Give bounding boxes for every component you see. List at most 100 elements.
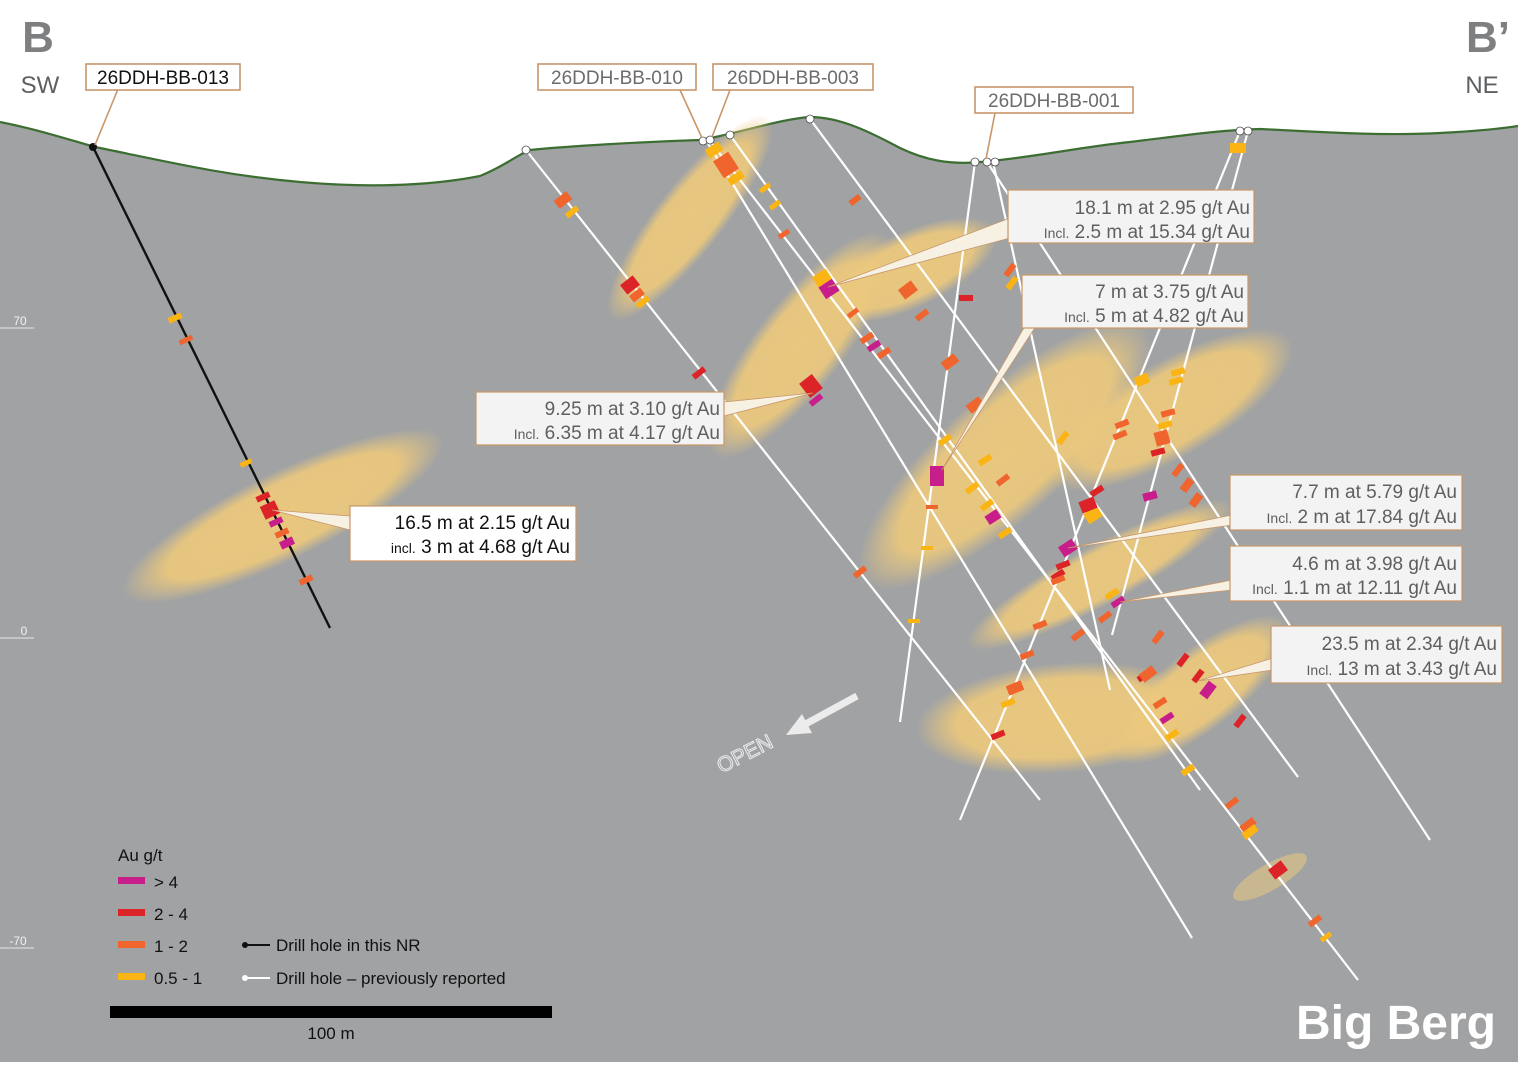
callout-main: 23.5 m at 2.34 g/t Au: [1322, 634, 1497, 655]
assay-interval: [995, 473, 1011, 487]
scale-bar: [110, 1006, 552, 1018]
elevation-label: 0: [21, 624, 28, 638]
svg-text:Incl. 13 m at 3.43 g/t Au: Incl. 13 m at 3.43 g/t Au: [1307, 659, 1497, 680]
elevation-scale: 70 0 -70: [0, 314, 34, 949]
callout-sub: 6.35 m at 4.17 g/t Au: [545, 423, 720, 444]
assay-interval: [964, 481, 980, 495]
drill-hole-trace: [705, 139, 1193, 939]
svg-text:Incl. 1.1 m at 12.11 g/t Au: Incl. 1.1 m at 12.11 g/t Au: [1252, 578, 1457, 599]
section-start-direction: SW: [21, 72, 60, 99]
scale-label: 100 m: [307, 1024, 354, 1043]
callout-sub: 2.5 m at 15.34 g/t Au: [1075, 222, 1250, 243]
assay-interval: [799, 373, 823, 399]
section-start-label: B: [22, 13, 54, 62]
assay-interval: [1153, 429, 1171, 447]
assay-interval: [768, 199, 782, 211]
legend-label: 2 - 4: [154, 905, 188, 924]
assay-interval: [908, 619, 920, 623]
collar: [725, 130, 735, 140]
assay-interval: [758, 182, 772, 194]
zone: [966, 499, 1234, 651]
callout-incl-prefix: incl.: [391, 540, 416, 556]
callout-main: 4.6 m at 3.98 g/t Au: [1292, 554, 1457, 575]
assay-interval: [1164, 728, 1180, 742]
callout-main: 7.7 m at 5.79 g/t Au: [1292, 482, 1457, 503]
legend: Au g/t > 4 2 - 4 1 - 2 0.5 - 1 Drill hol…: [118, 846, 506, 988]
section-end-label: B’: [1466, 13, 1510, 62]
collar: [970, 157, 980, 167]
assay-interval: [997, 526, 1013, 540]
assay-interval: [1104, 587, 1120, 601]
assay-intervals: [167, 141, 1333, 943]
assay-interval: [1152, 696, 1168, 710]
assay-interval: [274, 527, 290, 539]
assay-interval: [1233, 713, 1247, 729]
callout-sub: 2 m at 17.84 g/t Au: [1298, 507, 1458, 528]
assay-interval: [959, 295, 973, 301]
assay-interval: [1114, 418, 1130, 430]
assay-interval: [914, 308, 930, 322]
assay-interval: [1191, 668, 1205, 684]
callout-main: 16.5 m at 2.15 g/t Au: [395, 513, 570, 534]
callout-sub: 1.1 m at 12.11 g/t Au: [1283, 578, 1457, 599]
callout-7-7m: 7.7 m at 5.79 g/t Au Incl. 2 m at 17.84 …: [1229, 474, 1463, 531]
assay-interval: [1083, 505, 1103, 525]
callout-main: 9.25 m at 3.10 g/t Au: [545, 399, 720, 420]
assay-interval: [1319, 931, 1333, 943]
assay-interval: [629, 287, 645, 303]
assay-interval: [1142, 490, 1158, 502]
assay-interval: [1151, 629, 1165, 645]
legend-label: 0.5 - 1: [154, 969, 202, 988]
drill-hole-trace: [525, 149, 1041, 801]
assay-interval: [259, 500, 281, 520]
assay-interval: [777, 228, 791, 240]
assay-interval: [1168, 376, 1184, 386]
legend-swatch: [118, 973, 145, 980]
assay-interval: [1070, 628, 1086, 642]
hole-tag-bb001: 26DDH-BB-001: [974, 86, 1134, 160]
assay-interval: [808, 393, 824, 407]
svg-text:Incl. 2.5 m at 15.34 g/t Au: Incl. 2.5 m at 15.34 g/t Au: [1044, 222, 1250, 243]
assay-interval: [691, 366, 707, 380]
assay-interval: [1097, 610, 1113, 624]
section-end-direction: NE: [1465, 72, 1498, 99]
assay-interval: [859, 331, 875, 345]
hole-label: 26DDH-BB-003: [727, 68, 859, 89]
assay-interval: [930, 466, 944, 486]
assay-interval: [564, 205, 580, 219]
hole-label: 26DDH-BB-001: [988, 91, 1120, 112]
drill-hole-trace: [729, 134, 1201, 791]
assay-interval: [977, 453, 993, 467]
callout-incl-prefix: Incl.: [514, 426, 540, 442]
assay-interval: [1180, 763, 1196, 777]
assay-interval: [1199, 680, 1217, 700]
callout-16m: 16.5 m at 2.15 g/t Au incl. 3 m at 4.68 …: [349, 505, 577, 562]
callout-sub: 3 m at 4.68 g/t Au: [421, 537, 570, 558]
assay-interval: [818, 278, 840, 300]
assay-interval: [1171, 462, 1185, 478]
assay-interval: [1003, 262, 1017, 278]
assay-interval: [278, 536, 296, 550]
callout-sub: 5 m at 4.82 g/t Au: [1095, 306, 1244, 327]
assay-interval: [1157, 420, 1173, 430]
assay-interval: [1176, 652, 1190, 668]
legend-label: 1 - 2: [154, 937, 188, 956]
assay-interval: [965, 396, 985, 414]
assay-interval: [1133, 372, 1151, 388]
assay-interval: [898, 280, 918, 300]
assay-interval: [167, 312, 183, 324]
assay-interval: [1160, 408, 1176, 418]
collar: [805, 114, 815, 124]
assay-interval: [1170, 367, 1186, 377]
legend-swatch: [118, 909, 145, 916]
assay-interval: [255, 491, 271, 503]
callout-7m: 7 m at 3.75 g/t Au Incl. 5 m at 4.82 g/t…: [1021, 274, 1249, 329]
assay-interval: [1224, 796, 1240, 810]
assay-interval: [1307, 914, 1323, 928]
legend-label: > 4: [154, 873, 178, 892]
assay-interval: [984, 508, 1002, 526]
drill-hole-trace: [898, 161, 977, 723]
hole-label: 26DDH-BB-010: [551, 68, 683, 89]
callout-incl-prefix: Incl.: [1307, 662, 1333, 678]
